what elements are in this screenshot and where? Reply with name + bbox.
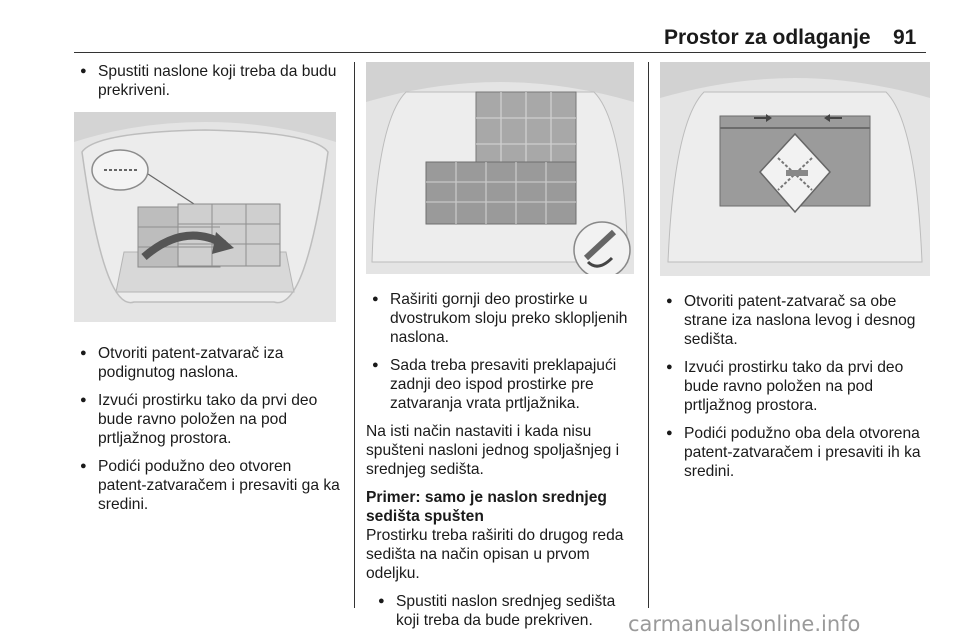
list-item: Izvući prostirku tako da prvi deo bude r… xyxy=(660,358,930,415)
column-3: Otvoriti patent-zatvarač sa obe strane i… xyxy=(660,62,930,490)
list-item: Izvući prostirku tako da prvi deo bude r… xyxy=(74,391,342,448)
page-header-title: Prostor za odlaganje xyxy=(664,26,871,49)
example-list: Spustiti naslon srednjeg sedišta koji tr… xyxy=(366,592,636,630)
intro-list: Spustiti naslone koji treba da budu prek… xyxy=(74,62,342,100)
illustration-both-zippers xyxy=(660,62,930,276)
list-item: Otvoriti patent-zatvarač iza podignutog … xyxy=(74,344,342,382)
column-1-list: Otvoriti patent-zatvarač iza podignutog … xyxy=(74,344,342,514)
column-divider-2 xyxy=(648,62,649,608)
list-item: Spustiti naslone koji treba da budu prek… xyxy=(74,62,342,100)
column-3-list: Otvoriti patent-zatvarač sa obe strane i… xyxy=(660,292,930,481)
column-divider-1 xyxy=(354,62,355,608)
example-paragraph: Prostirku treba raširiti do drugog reda … xyxy=(366,527,624,582)
illustration-open-zipper xyxy=(74,112,336,322)
list-item: Podići podužno oba dela otvorena patent-… xyxy=(660,424,930,481)
list-item: Spustiti naslon srednjeg sedišta koji tr… xyxy=(366,592,636,630)
watermark: carmanualsonline.info xyxy=(628,612,861,636)
page-number: 91 xyxy=(893,26,917,49)
list-item: Podići podužno deo otvoren patent-zatvar… xyxy=(74,457,342,514)
column-2-list: Raširiti gornji deo prostirke u dvostruk… xyxy=(366,290,636,413)
list-item: Otvoriti patent-zatvarač sa obe strane i… xyxy=(660,292,930,349)
column-1: Spustiti naslone koji treba da budu prek… xyxy=(74,62,342,523)
header-rule xyxy=(74,52,926,53)
example-subheading: Primer: samo je naslon srednjeg sedišta … xyxy=(366,489,607,525)
list-item: Sada treba presaviti preklapajući zadnji… xyxy=(366,356,636,413)
list-item: Raširiti gornji deo prostirke u dvostruk… xyxy=(366,290,636,347)
body-paragraph: Na isti način nastaviti i kada nisu spuš… xyxy=(366,423,620,478)
illustration-spread-mat xyxy=(366,62,634,274)
column-2: Raširiti gornji deo prostirke u dvostruk… xyxy=(366,62,636,639)
